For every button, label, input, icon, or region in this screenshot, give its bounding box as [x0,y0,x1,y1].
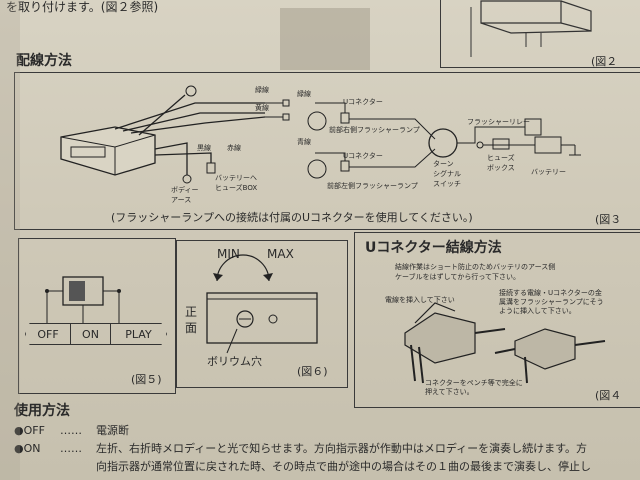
front-label: 正 面 [185,305,198,335]
fig3-label: (図３ [595,213,622,226]
fig3-caption: (フラッシャーランプへの接続は付属のUコネクターを使用してください。) [111,211,473,224]
usage-off-mode: ●OFF [14,424,45,437]
fig6-label: (図６) [297,365,328,378]
fuse-box-label: ヒューズ ボックス [487,154,515,172]
fig4-box: Uコネクター結線方法 結線作業はショート防止のためバッテリのアース側 ケーブルを… [354,232,640,408]
usage-on-desc-dash: …… [60,442,82,455]
min-label: MIN [217,247,240,261]
battery-fuse-label: バッテリーへ ヒューズBOX [215,174,258,192]
green-wire-top-label: 緑線 [255,86,269,94]
switch-diagram [45,276,121,323]
off-button[interactable]: OFF [25,323,71,345]
u-connector-note: 結線作業はショート防止のためバッテリのアース側 ケーブルをはずしてから行って下さ… [395,263,556,281]
body-earth-label: ボディー アース [171,186,199,204]
yellow-wire-label: 黄線 [255,104,269,112]
black-wire-label: 黒線 [197,144,211,152]
fig5-box: OFF ON PLAY (図５) [18,238,176,394]
usage-off-desc: 電源断 [96,424,129,437]
usage-on-desc-cont: 向指示器が通常位置に戻された時、その時点で曲が途中の場合はその１曲の最後まで演奏… [96,460,591,473]
on-button[interactable]: ON [71,323,111,345]
usage-on-mode: ●ON [14,442,41,455]
flasher-relay-label: フラッシャーリレー [467,118,530,126]
volume-hole-label: ボリウム穴 [207,355,262,368]
u-connector-label-1: Uコネクター [343,98,383,106]
max-label: MAX [267,247,294,261]
harness-label: 接続する電線・Uコネクターの金 属溝をフラッシャーランプにそう ように挿入して下… [499,289,604,316]
volume-diagram [206,254,318,354]
fig3-box: 緑線 黄線 緑線 青線 Uコネクター 前部右側フラッシャーランプ Uコネクター … [14,72,640,230]
green-wire-right-label: 緑線 [297,90,311,98]
right-front-lamp-label: 前部右側フラッシャーランプ [329,126,420,134]
left-shadow [0,0,20,480]
wiring-diagram [60,85,581,184]
wiring-title: 配線方法 [16,53,72,69]
u-connector-illustration [404,302,606,384]
wire-insert-label: 電線を挿入して下さい [385,296,455,304]
usage-title: 使用方法 [14,403,70,419]
play-button[interactable]: PLAY [111,323,167,345]
left-front-lamp-label: 前部左側フラッシャーランプ [327,182,418,190]
fig2-label: (図２ [591,55,618,68]
smudge-mark [280,8,370,70]
turn-switch-label: ターン シグナル スイッチ [433,160,461,188]
press-label: コネクターをペンチ等で完全に 押えて下さい。 [425,379,523,397]
u-connector-label-2: Uコネクター [343,152,383,160]
fig2-box: (図２ [440,0,640,68]
intro-text: を取り付けます。(図２参照) [6,0,159,14]
fig4-label: (図４ [595,389,622,402]
red-wire-label: 赤線 [227,144,241,152]
fig5-label: (図５) [131,373,162,386]
fig2-device-illustration [470,0,592,57]
u-connector-title: Uコネクター結線方法 [365,240,502,256]
usage-on-desc: 左折、右折時メロディーと光で知らせます。方向指示器が作動中はメロディーを演奏し続… [96,442,588,455]
usage-off-desc-dash: …… [60,424,82,437]
blue-wire-label: 青線 [297,138,311,146]
battery-label: バッテリー [531,168,566,176]
fig6-box: MIN MAX 正 面 ボリウム穴 (図６) [176,240,348,388]
